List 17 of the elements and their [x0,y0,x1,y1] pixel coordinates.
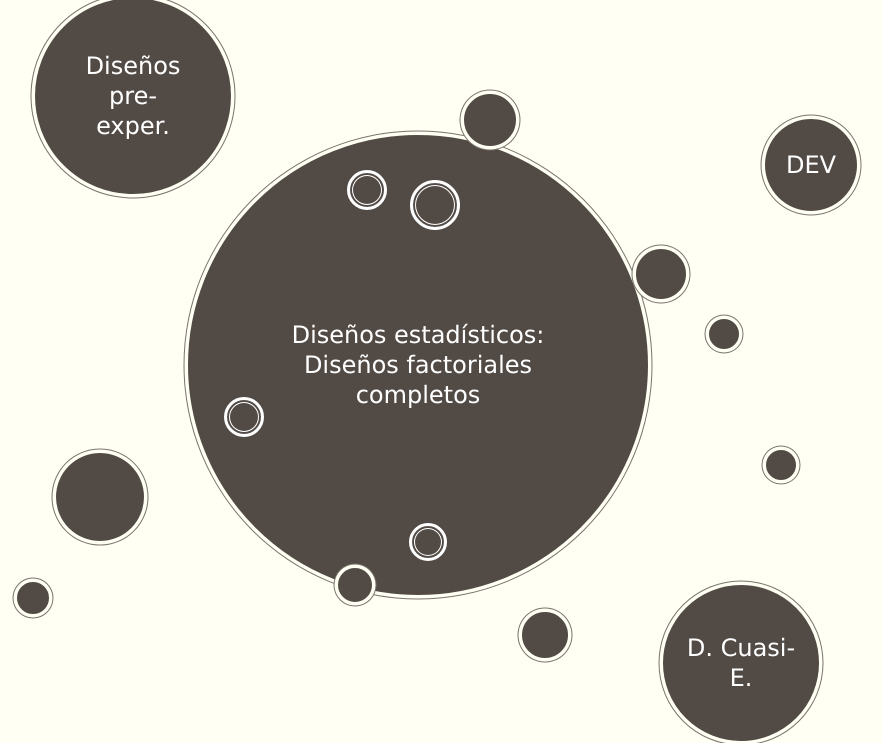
bubble-label: D. Cuasi-E. [686,633,796,693]
circle-bubble [410,180,460,230]
circle-bubble [409,523,447,561]
circle-bubble [347,170,387,210]
circle-bubble [224,397,264,437]
circle-bubble [336,566,374,604]
circle-bubble [707,317,741,351]
bubble-label: Diseños pre-exper. [84,51,182,141]
circle-bubble [634,247,688,301]
circle-bubble [520,610,570,660]
circle-bubble [15,580,51,616]
bubble-label: DEV [786,150,836,180]
circle-bubble [462,92,518,148]
topic-bubble [763,117,859,213]
circle-bubble [54,451,146,543]
circle-bubble [764,448,798,482]
bubble-label: Diseños estadísticos: Diseños factoriales completos [290,320,546,410]
